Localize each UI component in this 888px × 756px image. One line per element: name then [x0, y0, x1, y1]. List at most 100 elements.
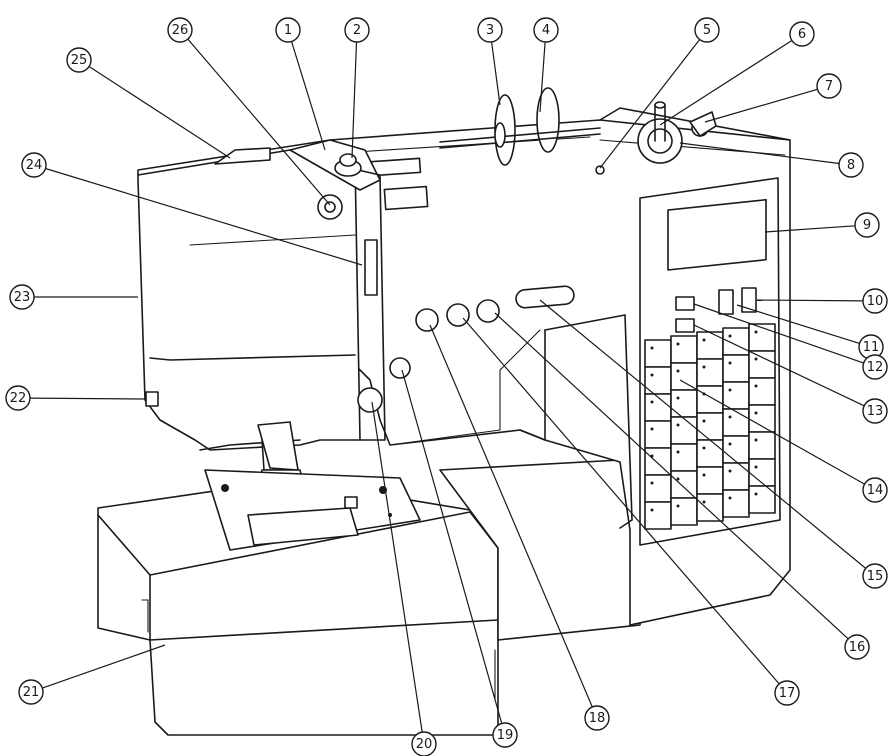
callout-number: 6: [798, 27, 806, 42]
callout-circle: [862, 288, 888, 314]
callout-number: 21: [23, 685, 40, 700]
callout-circle: [816, 73, 842, 99]
keypad-key: [722, 462, 750, 491]
callout-badge-10: 10: [862, 288, 888, 314]
callout-badge-22: 22: [5, 385, 31, 411]
keypad-key-dot: [650, 481, 654, 485]
callout-circle: [492, 722, 518, 748]
callout-badge-2: 2: [344, 17, 370, 43]
keypad-key: [722, 354, 750, 383]
keypad-key-dot: [650, 373, 654, 377]
callout-number: 8: [847, 158, 855, 173]
callout-number: 15: [867, 569, 884, 584]
keypad-key: [670, 443, 698, 472]
callout-badge-14: 14: [862, 477, 888, 503]
callout-circle: [862, 477, 888, 503]
keypad-key: [748, 377, 776, 406]
callout-circle: [9, 284, 35, 310]
keypad-key-dot: [650, 427, 654, 431]
keypad-key: [748, 431, 776, 460]
callout-leader-24: [45, 167, 363, 266]
callout-circle: [838, 152, 864, 178]
keypad-key-dot: [702, 473, 706, 477]
callout-badge-26: 26: [167, 17, 193, 43]
keypad-key: [748, 458, 776, 487]
callout-circle: [5, 385, 31, 411]
keypad-key-dot: [754, 357, 758, 361]
keypad-key: [644, 393, 672, 422]
callout-badge-18: 18: [584, 705, 610, 731]
keypad-key: [670, 416, 698, 445]
callout-number: 3: [486, 23, 494, 38]
callout-badge-17: 17: [774, 680, 800, 706]
callout-leader-20: [371, 401, 423, 733]
keypad-key: [644, 339, 672, 368]
keypad-key-dot: [754, 492, 758, 496]
callout-badge-24: 24: [21, 152, 47, 178]
keypad-key-dot: [754, 384, 758, 388]
keypad-key-dot: [676, 423, 680, 427]
callout-circle: [584, 705, 610, 731]
callout-circle: [477, 17, 503, 43]
callout-leader-5: [599, 39, 701, 169]
callout-circle: [694, 17, 720, 43]
callout-leader-8: [679, 142, 840, 165]
keypad-key: [696, 412, 724, 441]
keypad-key-dot: [728, 415, 732, 419]
callout-number: 2: [353, 23, 361, 38]
keypad-key: [748, 350, 776, 379]
keypad-key-dot: [702, 446, 706, 450]
callout-number: 12: [867, 360, 884, 375]
sewing-machine-illustration: [97, 87, 791, 736]
callout-leader-lines: [29, 38, 867, 733]
keypad-key-dot: [676, 504, 680, 508]
callout-leader-19: [401, 369, 503, 724]
control-panel: [639, 177, 781, 546]
callout-circle: [862, 563, 888, 589]
callout-badge-19: 19: [492, 722, 518, 748]
keypad-key-dot: [676, 342, 680, 346]
keypad-key: [748, 485, 776, 514]
keypad-key-dot: [754, 411, 758, 415]
keypad-key-dot: [702, 500, 706, 504]
callout-leader-16: [494, 312, 849, 640]
callout-leader-12: [693, 303, 864, 364]
callout-leader-15: [539, 299, 867, 569]
callout-leader-9: [764, 225, 856, 233]
callout-number: 19: [497, 728, 514, 743]
keypad-key: [644, 420, 672, 449]
keypad-key: [696, 493, 724, 522]
callout-badge-5: 5: [694, 17, 720, 43]
callout-badge-23: 23: [9, 284, 35, 310]
callout-leader-26: [187, 38, 331, 206]
callout-number: 4: [542, 23, 550, 38]
callout-number: 24: [26, 158, 43, 173]
callout-circle: [167, 17, 193, 43]
keypad-key: [670, 470, 698, 499]
callout-badge-25: 25: [66, 47, 92, 73]
callout-leader-10: [756, 299, 864, 302]
callout-circle: [66, 47, 92, 73]
callout-number: 22: [10, 391, 27, 406]
keypad-key: [696, 439, 724, 468]
keypad-key: [644, 447, 672, 476]
callout-circle: [789, 21, 815, 47]
callout-number: 7: [825, 79, 833, 94]
callout-leader-17: [462, 317, 780, 685]
keypad-key: [644, 501, 672, 530]
keypad-key: [722, 489, 750, 518]
callout-badge-4: 4: [533, 17, 559, 43]
callout-badge-6: 6: [789, 21, 815, 47]
callout-leader-14: [679, 379, 865, 485]
keypad-key: [696, 466, 724, 495]
callout-number: 17: [779, 686, 796, 701]
callout-circle: [844, 634, 870, 660]
callout-badge-3: 3: [477, 17, 503, 43]
callout-circle: [18, 679, 44, 705]
callout-circle: [275, 17, 301, 43]
keypad-key-dot: [728, 442, 732, 446]
callout-leader-7: [704, 88, 818, 123]
callout-leader-13: [693, 324, 865, 407]
keypad-key: [722, 381, 750, 410]
